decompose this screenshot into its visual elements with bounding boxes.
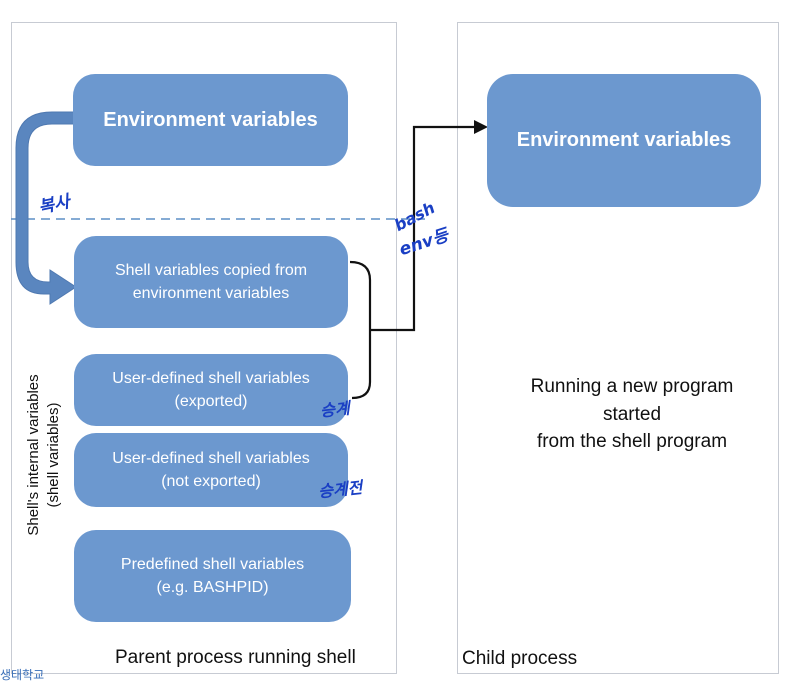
copy-arrow bbox=[15, 111, 77, 305]
vertical-label-line-1: Shell's internal variables bbox=[24, 374, 42, 536]
predefined-shell-variables-box: Predefined shell variables (e.g. BASHPID… bbox=[74, 530, 351, 622]
handwritten-before-inherit-note: 승계전 bbox=[317, 477, 364, 502]
child-desc-line-2: started bbox=[602, 403, 662, 425]
predefined-line-1: Predefined shell variables bbox=[120, 555, 305, 573]
child-description: Running a new program started from the s… bbox=[487, 373, 777, 456]
parent-env-label: Environment variables bbox=[103, 108, 318, 131]
shell-variables-copied-box: Shell variables copied from environment … bbox=[74, 236, 348, 328]
user-defined-exported-box: User-defined shell variables (exported) bbox=[74, 354, 348, 426]
export-arrow-line bbox=[370, 125, 474, 332]
user-exported-line-2: (exported) bbox=[174, 393, 248, 410]
export-connector bbox=[349, 260, 372, 400]
user-not-exported-line-1: User-defined shell variables bbox=[112, 449, 310, 467]
user-exported-line-1: User-defined shell variables bbox=[112, 369, 310, 387]
watermark: 생태학교 bbox=[0, 668, 45, 682]
shell-copied-label: Shell variables copied from environment … bbox=[114, 261, 308, 302]
predefined-line-2: (e.g. BASHPID) bbox=[156, 579, 269, 596]
parent-environment-variables-box: Environment variables bbox=[73, 74, 348, 166]
child-process-caption: Child process bbox=[462, 648, 578, 669]
child-desc-line-3: from the shell program bbox=[536, 431, 728, 453]
vertical-label-line-2: (shell variables) bbox=[45, 402, 62, 508]
child-desc-line-1: Running a new program bbox=[530, 376, 734, 397]
child-environment-variables-box: Environment variables bbox=[487, 74, 761, 207]
export-arrow-head bbox=[474, 120, 488, 134]
child-env-label: Environment variables bbox=[516, 129, 732, 151]
handwritten-inherit-note: 승계 bbox=[319, 398, 351, 421]
user-not-exported-line-2: (not exported) bbox=[161, 473, 261, 490]
user-defined-not-exported-box: User-defined shell variables (not export… bbox=[74, 433, 348, 507]
parent-process-caption: Parent process running shell bbox=[115, 647, 356, 668]
